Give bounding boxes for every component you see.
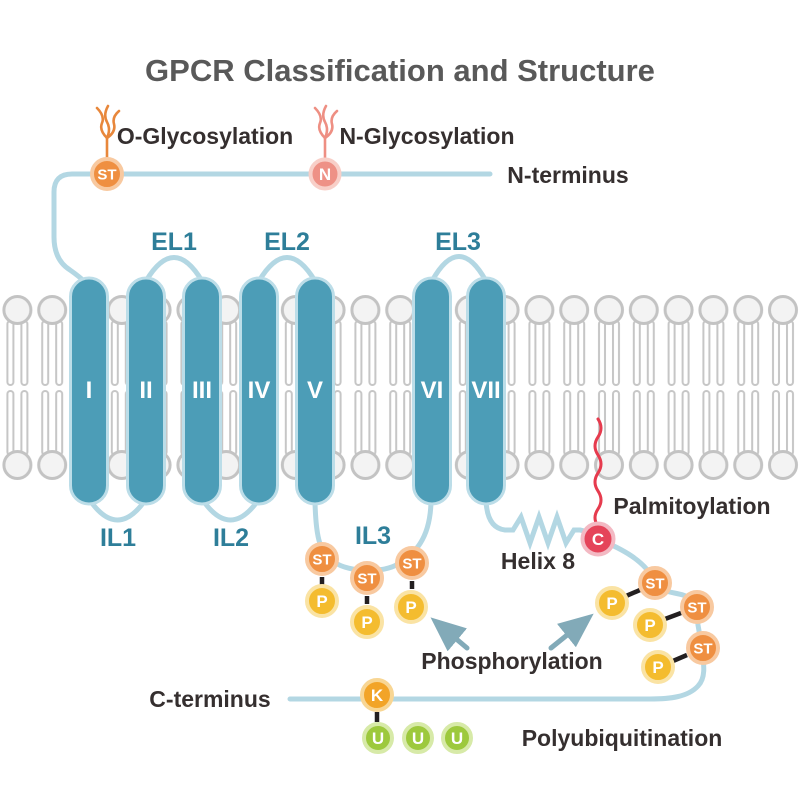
- helix-1-numeral: I: [86, 377, 93, 404]
- helix-4: [239, 276, 279, 506]
- el2-label: EL2: [264, 228, 310, 256]
- el1-label: EL1: [151, 228, 197, 256]
- st-badge: ST: [693, 641, 712, 658]
- helix-7: [466, 276, 506, 506]
- n-glycosylation-site: N: [308, 157, 342, 191]
- helix-4-numeral: IV: [248, 377, 271, 404]
- il3-phosphorylation-cluster: ST ST ST P P P: [305, 542, 429, 639]
- phosphorylation-label: Phosphorylation: [421, 648, 602, 674]
- helix-5-numeral: V: [307, 377, 323, 404]
- n-glycan-tree-icon: [313, 104, 339, 161]
- page-title: GPCR Classification and Structure: [145, 53, 655, 88]
- st-badge: ST: [97, 167, 116, 184]
- ctail-phosphorylation-cluster: ST ST ST P P P: [595, 566, 720, 684]
- el1-loop: [143, 255, 205, 284]
- helix-2: [126, 276, 166, 506]
- p-badge: P: [606, 594, 617, 613]
- p-badge: P: [361, 613, 372, 632]
- k-badge: K: [371, 686, 384, 705]
- il2-loop: [199, 496, 262, 523]
- palmitoyl-lipid-tail-icon: [593, 417, 603, 528]
- transmembrane-helices: I II III IV V VI VII: [69, 276, 506, 506]
- helix-6-numeral: VI: [421, 377, 444, 404]
- palmitoylation-site: C: [580, 521, 616, 557]
- helix-6: [412, 276, 452, 506]
- helix8-label: Helix 8: [501, 548, 575, 574]
- helix-3-numeral: III: [192, 377, 212, 404]
- n-terminus-line: [51, 171, 493, 286]
- o-glycosylation-site: ST: [90, 157, 124, 191]
- helix-2-numeral: II: [139, 377, 152, 404]
- helix-1: [69, 276, 109, 506]
- o-glycosylation-label: O-Glycosylation: [117, 123, 293, 149]
- c-terminus-label: C-terminus: [149, 686, 270, 712]
- il2-label: IL2: [213, 524, 249, 552]
- helix8-zigzag: [483, 497, 597, 551]
- st-badge: ST: [645, 576, 664, 593]
- phosphorylation-arrows: [430, 613, 594, 652]
- u-badge: U: [412, 729, 424, 748]
- polyubiquitination-cluster: K U U U: [360, 678, 473, 754]
- il3-label: IL3: [355, 522, 391, 550]
- helix-5: [295, 276, 335, 506]
- el3-loop: [429, 254, 489, 284]
- el3-label: EL3: [435, 228, 481, 256]
- c-badge: C: [592, 530, 604, 549]
- p-badge: P: [316, 592, 327, 611]
- il1-loop: [86, 496, 149, 523]
- p-badge: P: [405, 598, 416, 617]
- st-badge: ST: [357, 571, 376, 588]
- st-badge: ST: [687, 600, 706, 617]
- p-badge: P: [652, 658, 663, 677]
- u-badge: U: [451, 729, 463, 748]
- el2-loop: [256, 255, 318, 284]
- st-badge: ST: [402, 556, 421, 573]
- site-links: [319, 577, 688, 722]
- il1-label: IL1: [100, 524, 136, 552]
- n-terminus-label: N-terminus: [507, 162, 628, 188]
- polyubiquitination-label: Polyubiquitination: [522, 725, 723, 751]
- u-badge: U: [372, 729, 384, 748]
- helix-3: [182, 276, 222, 506]
- p-badge: P: [644, 616, 655, 635]
- lipid-bilayer-membrane: [0, 295, 801, 483]
- n-glycosylation-label: N-Glycosylation: [339, 123, 514, 149]
- n-badge: N: [319, 165, 331, 184]
- st-badge: ST: [312, 552, 331, 569]
- helix-7-numeral: VII: [471, 377, 500, 404]
- palmitoylation-label: Palmitoylation: [613, 493, 770, 519]
- o-glycan-tree-icon: [95, 104, 121, 161]
